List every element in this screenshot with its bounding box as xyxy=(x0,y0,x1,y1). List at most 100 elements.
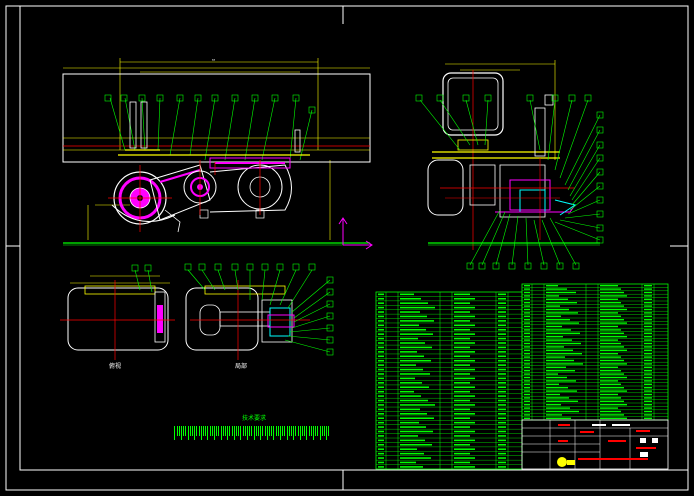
bom-cell xyxy=(498,413,506,415)
bom-cell xyxy=(454,373,470,375)
bom-cell xyxy=(644,285,652,287)
bom-cell xyxy=(400,302,428,304)
note-mark xyxy=(324,426,325,436)
bom-cell xyxy=(378,466,384,468)
bom-cell xyxy=(378,382,384,384)
bom-cell xyxy=(644,329,652,331)
bom-cell xyxy=(600,366,618,368)
note-mark xyxy=(278,426,279,436)
bom-cell xyxy=(378,328,384,331)
bom-cell xyxy=(644,404,652,406)
bom-cell xyxy=(600,407,618,409)
bom-cell xyxy=(498,382,506,384)
bom-cell xyxy=(498,346,506,349)
bom-cell xyxy=(498,408,506,411)
bom-cell xyxy=(378,395,384,397)
bom-cell xyxy=(546,295,559,297)
bom-cell xyxy=(454,439,475,442)
note-mark xyxy=(254,426,255,440)
bom-cell xyxy=(644,407,652,409)
bom-cell xyxy=(644,400,652,402)
bom-cell xyxy=(400,324,419,327)
bom-cell xyxy=(546,319,570,321)
bom-cell xyxy=(546,308,569,311)
bom-cell xyxy=(400,377,415,380)
bom-cell xyxy=(454,413,475,415)
bom-cell xyxy=(546,376,567,379)
bom-cell xyxy=(546,373,558,375)
bom-cell xyxy=(454,293,470,296)
note-mark xyxy=(256,426,257,436)
bom-cell xyxy=(524,302,530,304)
bom-cell xyxy=(546,397,569,399)
bom-cell xyxy=(498,306,506,309)
bom-cell xyxy=(378,390,384,393)
bom-cell xyxy=(600,322,627,324)
bom-cell xyxy=(524,414,530,416)
bom-cell xyxy=(600,288,621,290)
bom-cell xyxy=(600,397,621,399)
bom-cell xyxy=(400,430,433,433)
bom-cell xyxy=(644,336,652,338)
bom-cell xyxy=(524,349,530,351)
bom-cell xyxy=(600,295,627,297)
bom-cell xyxy=(454,337,470,340)
bom-cell xyxy=(524,342,530,345)
bom-cell xyxy=(498,328,506,331)
bom-cell xyxy=(524,329,530,331)
bom-cell xyxy=(546,305,560,307)
note-mark xyxy=(201,426,202,440)
technical-notes-title: 技术要求 xyxy=(242,414,266,422)
bom-cell xyxy=(378,461,384,464)
bom-cell xyxy=(524,407,530,409)
bom-cell xyxy=(400,448,417,450)
bom-cell xyxy=(498,337,506,340)
note-mark xyxy=(306,426,307,440)
note-mark xyxy=(309,426,310,436)
bom-cell xyxy=(644,366,652,368)
drawing-frame xyxy=(5,5,689,491)
bom-cell xyxy=(454,377,475,380)
bom-cell xyxy=(378,302,384,304)
bom-cell xyxy=(546,417,571,419)
bom-cell xyxy=(378,377,384,380)
bom-cell xyxy=(498,315,506,318)
bom-cell xyxy=(546,407,570,409)
bom-cell xyxy=(524,291,530,294)
bom-cell xyxy=(378,351,384,353)
bom-cell xyxy=(644,342,652,345)
bom-cell xyxy=(600,339,618,341)
bom-cell xyxy=(400,461,416,464)
bom-cell xyxy=(454,382,470,384)
note-mark xyxy=(262,426,263,436)
bom-cell xyxy=(378,413,384,415)
note-mark xyxy=(251,426,252,436)
note-mark xyxy=(293,426,294,440)
bom-cell xyxy=(644,380,652,382)
bom-cell xyxy=(400,364,416,366)
bom-cell xyxy=(644,332,652,334)
bom-cell xyxy=(498,302,506,304)
note-mark xyxy=(287,426,288,440)
bom-cell xyxy=(644,393,652,396)
bom-cell xyxy=(524,353,530,355)
bom-cell xyxy=(600,353,618,355)
bom-cell xyxy=(378,346,384,349)
bom-cell xyxy=(644,356,652,358)
bom-cell xyxy=(378,311,384,313)
bom-cell xyxy=(400,297,421,300)
note-mark xyxy=(320,426,321,440)
bom-cell xyxy=(378,443,384,446)
bom-cell xyxy=(400,399,428,402)
bom-cell xyxy=(498,373,506,375)
note-mark xyxy=(194,426,195,440)
bom-cell xyxy=(524,359,530,362)
bom-cell xyxy=(524,322,530,324)
bom-cell xyxy=(378,333,384,335)
bom-cell xyxy=(498,430,506,433)
bom-cell xyxy=(600,380,618,382)
bom-cell xyxy=(546,329,571,331)
bom-cell xyxy=(498,461,506,464)
bom-cell xyxy=(600,315,621,317)
